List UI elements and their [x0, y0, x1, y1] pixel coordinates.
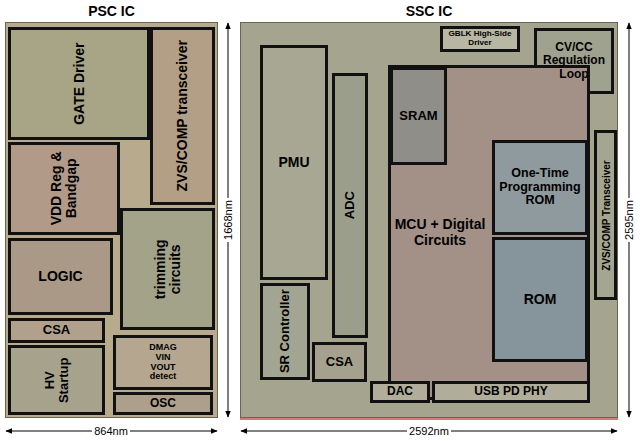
block-label: GATE Driver — [71, 33, 86, 134]
block-label: CV/CC Regulation Loop — [540, 41, 608, 81]
circuit-block: One-Time Programming ROM — [492, 140, 588, 235]
circuit-block: OSC — [113, 392, 213, 415]
block-label: USB PD PHY — [438, 385, 584, 398]
die-edge — [240, 418, 618, 420]
circuit-block: HV Startup — [8, 345, 105, 415]
block-label: DAC — [376, 385, 424, 398]
circuit-block: trimming circuits — [120, 208, 215, 330]
circuit-block: ADC — [332, 73, 368, 338]
block-label: MCU + Digital Circuits — [394, 217, 486, 248]
block-label: SR Controller — [278, 289, 292, 374]
block-label: CSA — [14, 323, 99, 337]
block-label: GBLK High-Side Driver — [446, 30, 514, 48]
circuit-block: USB PD PHY — [432, 381, 590, 403]
circuit-block: ZVS/COMP Transceiver — [594, 130, 617, 300]
circuit-block: SR Controller — [260, 283, 310, 380]
circuit-block: CSA — [8, 318, 105, 343]
dimension-label: 2592nm — [407, 425, 451, 437]
circuit-block: MCU + Digital Circuits SRAM One-Time Progr… — [388, 65, 590, 400]
circuit-block: GBLK High-Side Driver — [440, 26, 520, 52]
chip-die: PSC ICGATE DriverZVS/COMP transceiverVDD… — [5, 22, 218, 418]
circuit-block: DMAG VIN VOUT detect — [113, 335, 213, 390]
block-label: ZVS/COMP transceiver — [175, 33, 190, 199]
chip-title: SSC IC — [241, 3, 617, 19]
block-label: ADC — [343, 79, 357, 332]
dimension-label: 864nm — [92, 425, 130, 437]
block-label: LOGIC — [14, 269, 107, 284]
circuit-block: PMU — [260, 45, 328, 280]
circuit-block: ZVS/COMP transceiver — [150, 27, 215, 205]
block-label: ROM — [498, 292, 582, 307]
block-label: ZVS/COMP Transceiver — [600, 136, 611, 294]
block-label: DMAG VIN VOUT detect — [142, 343, 184, 383]
block-label: trimming circuits — [152, 214, 183, 324]
circuit-block: GATE Driver — [8, 27, 150, 140]
dimension-label: 2595nm — [623, 198, 635, 242]
dimension-label: 1668nm — [222, 198, 234, 242]
chip-title: PSC IC — [6, 3, 217, 19]
block-label: VDD Reg & Bandgap — [49, 148, 80, 229]
circuit-block: CSA — [312, 342, 367, 382]
chip-die: SSC ICGBLK High-Side DriverCV/CC Regulat… — [240, 22, 618, 418]
block-label: PMU — [266, 155, 322, 170]
circuit-block: LOGIC — [8, 238, 113, 315]
block-label: One-Time Programming ROM — [498, 167, 582, 208]
circuit-block: DAC — [370, 381, 430, 403]
circuit-block: SRAM — [390, 67, 447, 165]
block-label: HV Startup — [42, 351, 71, 409]
block-label: CSA — [318, 355, 361, 369]
circuit-block: VDD Reg & Bandgap — [8, 142, 120, 235]
block-label: OSC — [119, 397, 207, 410]
circuit-block: ROM — [492, 237, 588, 362]
block-label: SRAM — [396, 109, 441, 123]
